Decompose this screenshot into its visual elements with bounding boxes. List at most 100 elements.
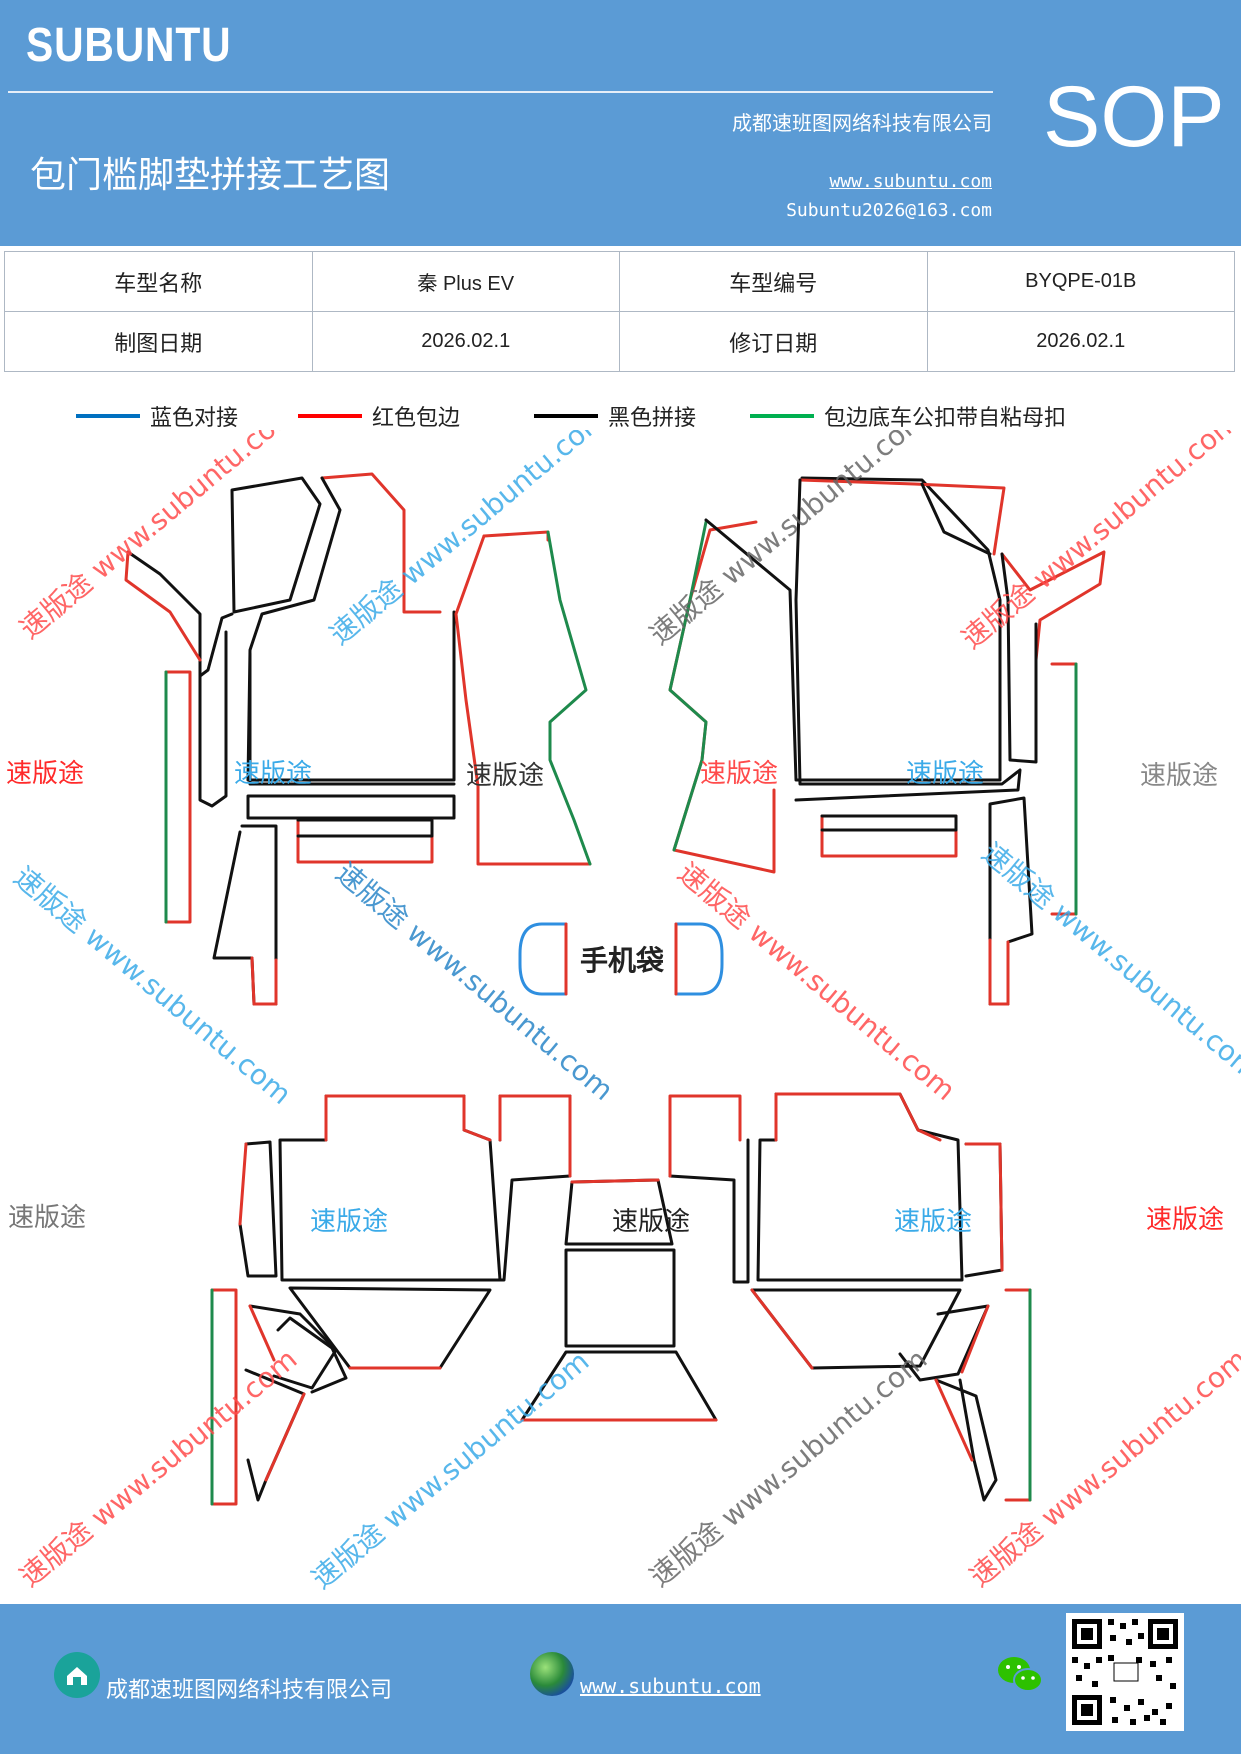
watermark: 速版途 [906, 759, 984, 789]
table-row: 制图日期 2026.02.1 修订日期 2026.02.1 [4, 311, 1235, 372]
footer-website-link[interactable]: www.subuntu.com [580, 1674, 761, 1698]
website-link[interactable]: www.subuntu.com [829, 171, 992, 192]
mat-piece [488, 1094, 572, 1282]
mat-piece [668, 1094, 742, 1178]
phone-bag-right [674, 922, 724, 996]
diagonal-watermark: 速版途 www.subuntu.com [330, 856, 620, 1107]
mat-piece [320, 472, 442, 614]
mat-piece [774, 1092, 942, 1142]
watermark: 速版途 [8, 1203, 86, 1233]
model-name-label: 车型名称 [4, 251, 313, 312]
phone-bag-label: 手机袋 [580, 944, 665, 977]
diagonal-watermark: 速版途 www.subuntu.com [13, 1342, 303, 1593]
mat-piece [288, 1286, 492, 1370]
wechat-icon[interactable] [996, 1654, 1044, 1696]
mat-piece [546, 530, 592, 866]
phone-bag-left [518, 922, 568, 996]
svg-text:速版途 www.subuntu.com: 速版途 www.subuntu.com [323, 430, 613, 651]
home-icon [54, 1652, 100, 1698]
diagonal-watermark: 速版途 www.subuntu.com [955, 430, 1241, 655]
diagonal-watermark: 速版途 www.subuntu.com [323, 430, 613, 651]
mat-piece [124, 550, 202, 662]
mat-piece [964, 1142, 1004, 1272]
mat-piece [264, 1392, 306, 1482]
svg-text:速版途 www.subuntu.com: 速版途 www.subuntu.com [643, 1342, 933, 1593]
legend-swatch-green [750, 414, 814, 418]
mat-piece [498, 1094, 572, 1178]
watermark: 速版途 [6, 759, 84, 789]
sop-badge: SOP [1043, 69, 1225, 165]
watermark: 速版途 [234, 759, 312, 789]
page-title: 包门槛脚垫拼接工艺图 [30, 155, 391, 196]
legend-black: 黑色拼接 [534, 400, 696, 432]
legend-label: 红色包边 [372, 406, 461, 431]
mat-piece [238, 1140, 278, 1278]
mat-piece [246, 794, 456, 820]
mat-piece [564, 1248, 676, 1348]
mat-diagram: 手机袋 速版途 速版途 速版途 速版途 速版途 速版途 速版途 速版途 速版途 … [6, 430, 1241, 1595]
watermark: 速版途 [310, 1207, 388, 1237]
diagonal-watermark: 速版途 www.subuntu.com [13, 430, 303, 645]
mat-piece [296, 818, 434, 864]
legend-label: 包边底车公扣带自粘母扣 [824, 406, 1067, 431]
legend-blue: 蓝色对接 [76, 400, 238, 432]
mat-piece [248, 1304, 276, 1362]
mat-piece [1000, 552, 1038, 764]
mat-piece [820, 814, 958, 858]
mat-piece [454, 534, 592, 866]
legend-label: 黑色拼接 [608, 406, 697, 431]
svg-text:速版途 www.subuntu.com: 速版途 www.subuntu.com [672, 856, 962, 1107]
header-divider [8, 91, 993, 93]
mat-piece [960, 1304, 990, 1374]
mat-piece [756, 1092, 964, 1282]
watermark: 速版途 [612, 1207, 690, 1237]
legend-label: 蓝色对接 [150, 406, 239, 431]
diagonal-watermark: 速版途 www.subuntu.com [963, 1342, 1241, 1593]
mat-piece [248, 1304, 338, 1390]
svg-text:速版途 www.subuntu.com: 速版途 www.subuntu.com [13, 1342, 303, 1593]
mat-piece [246, 476, 456, 782]
mat-piece [248, 652, 456, 786]
mat-piece [920, 482, 992, 556]
mat-piece [482, 530, 550, 542]
info-table: 车型名称 秦 Plus EV 车型编号 BYQPE-01B 制图日期 2026.… [4, 251, 1235, 372]
mat-piece [668, 520, 708, 852]
diagonal-watermark: 速版途 www.subuntu.com [672, 856, 962, 1107]
mat-piece [230, 476, 322, 614]
svg-text:速版途 www.subuntu.com: 速版途 www.subuntu.com [305, 1344, 595, 1595]
diagonal-watermark: 速版途 www.subuntu.com [976, 836, 1241, 1087]
header-banner: SUBUNTU 包门槛脚垫拼接工艺图 成都速班图网络科技有限公司 www.sub… [0, 0, 1241, 246]
diagonal-watermark: 速版途 www.subuntu.com [643, 1342, 933, 1593]
revise-date-value: 2026.02.1 [926, 311, 1235, 372]
mat-piece [704, 476, 1002, 782]
watermark: 速版途 [1140, 761, 1218, 791]
model-code-value: BYQPE-01B [926, 251, 1235, 312]
brand-logo: SUBUNTU [26, 19, 232, 72]
draw-date-value: 2026.02.1 [311, 311, 620, 372]
model-code-label: 车型编号 [619, 251, 928, 312]
mat-piece [988, 938, 1010, 1006]
model-name-value: 秦 Plus EV [311, 251, 620, 312]
mat-piece [794, 478, 1022, 802]
diagonal-watermark: 速版途 www.subuntu.com [643, 430, 933, 651]
mat-piece [324, 1094, 492, 1142]
qr-code [1066, 1613, 1184, 1731]
table-row: 车型名称 秦 Plus EV 车型编号 BYQPE-01B [4, 251, 1235, 312]
svg-text:速版途 www.subuntu.com: 速版途 www.subuntu.com [643, 430, 933, 651]
legend-green: 包边底车公扣带自粘母扣 [750, 400, 1066, 432]
legend-swatch-black [534, 414, 598, 418]
svg-text:速版途 www.subuntu.com: 速版途 www.subuntu.com [13, 430, 303, 645]
mat-piece [570, 1178, 660, 1184]
mat-piece [750, 1288, 814, 1370]
revise-date-label: 修订日期 [619, 311, 928, 372]
mat-piece [934, 1378, 998, 1502]
diagonal-watermark: 速版途 www.subuntu.com [305, 1344, 595, 1595]
mat-piece [296, 818, 434, 838]
mat-piece [1050, 662, 1078, 916]
mat-piece [668, 1138, 750, 1284]
svg-text:速版途 www.subuntu.com: 速版途 www.subuntu.com [976, 836, 1241, 1087]
globe-icon [530, 1652, 574, 1696]
svg-text:速版途 www.subuntu.com: 速版途 www.subuntu.com [963, 1342, 1241, 1593]
mat-piece [164, 670, 192, 924]
mat-piece [212, 824, 278, 1006]
